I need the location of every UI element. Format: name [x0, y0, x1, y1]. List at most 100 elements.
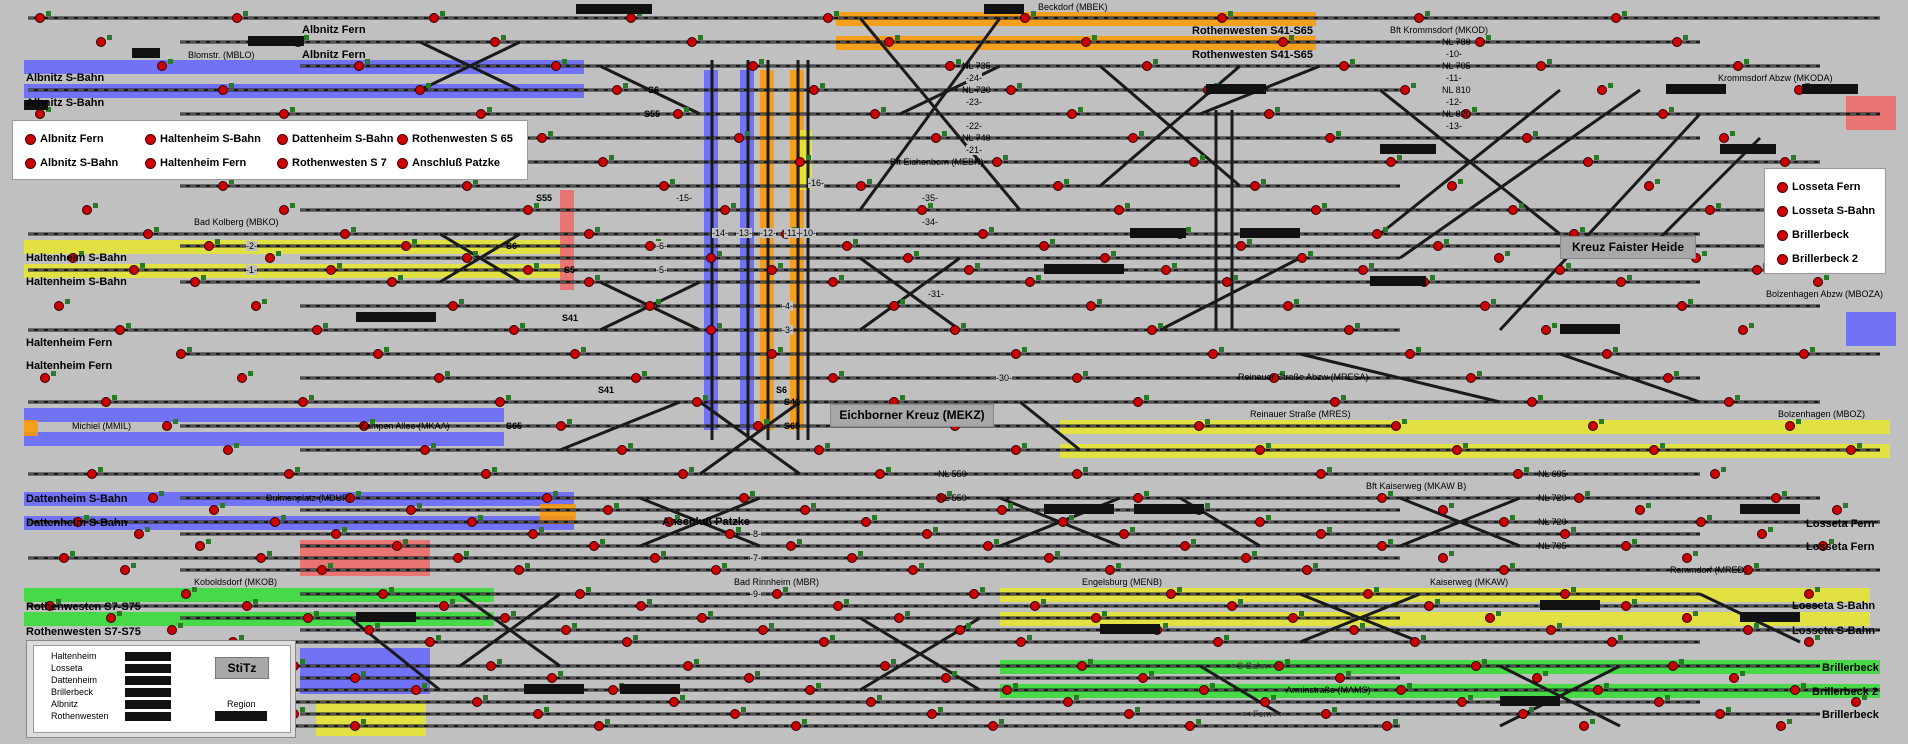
signal-marker-icon: [1552, 323, 1557, 328]
signal-icon: [767, 265, 777, 275]
signal-icon: [218, 85, 228, 95]
signal-marker-icon: [46, 107, 51, 112]
track-label-losseta-sbahn-2[interactable]: Losseta S-Bahn: [1792, 625, 1876, 637]
track-label-rothenwesten-s41-1[interactable]: Rothenwesten S41-S65: [1192, 25, 1314, 37]
signal-marker-icon: [858, 551, 863, 556]
nl-label: NL 720: [1538, 517, 1567, 527]
legend-item[interactable]: Brillerbeck 2: [1777, 253, 1858, 265]
route-tag[interactable]: S41: [562, 313, 579, 323]
signal-icon: [251, 301, 261, 311]
legend-item[interactable]: Albnitz S-Bahn: [25, 157, 118, 169]
signal-marker-icon: [1801, 683, 1806, 688]
block-indicator: [1560, 324, 1620, 334]
track-number-label: -14-: [712, 228, 729, 238]
legend-item[interactable]: Brillerbeck: [1777, 229, 1849, 241]
signal-marker-icon: [1149, 671, 1154, 676]
legend-item[interactable]: Rothenwesten S 65: [397, 133, 513, 145]
signal-icon: [1344, 325, 1354, 335]
track-label-rothenwesten-s41-2[interactable]: Rothenwesten S41-S65: [1192, 49, 1314, 61]
signal-marker-icon: [942, 131, 947, 136]
legend-top-left: Albnitz Fern Haltenheim S-Bahn Dattenhei…: [12, 120, 528, 180]
signal-marker-icon: [422, 683, 427, 688]
legend-item[interactable]: Losseta S-Bahn: [1777, 205, 1875, 217]
track-label-haltenheim-fern-2[interactable]: Haltenheim Fern: [26, 360, 113, 372]
signal-marker-icon: [1510, 515, 1515, 520]
signal-icon: [195, 541, 205, 551]
signal-marker-icon: [1843, 503, 1848, 508]
signal-marker-icon: [614, 503, 619, 508]
track-label-losseta-fern-2[interactable]: Losseta Fern: [1806, 541, 1875, 553]
track-label-haltenheim-fern-1[interactable]: Haltenheim Fern: [26, 337, 113, 349]
legend-item[interactable]: Losseta Fern: [1777, 181, 1860, 193]
track-label-losseta-fern-1[interactable]: Losseta Fern: [1806, 518, 1875, 530]
track-label-rothenwesten-s7-2[interactable]: Rothenwesten S7-S75: [26, 626, 141, 638]
route-tag[interactable]: S65: [784, 421, 801, 431]
signal-marker-icon: [595, 227, 600, 232]
track-label-rothenwesten-s7-1[interactable]: Rothenwesten S7-S75: [26, 601, 141, 613]
signal-icon: [1555, 265, 1565, 275]
track-label-dattenheim-sbahn-1[interactable]: Dattenheim S-Bahn: [26, 493, 128, 505]
signal-icon: [115, 325, 125, 335]
signal-marker-icon: [1275, 107, 1280, 112]
route-tag[interactable]: S6: [776, 385, 788, 395]
track-label-brillerbeck-1[interactable]: Brillerbeck: [1822, 662, 1879, 674]
signal-marker-icon: [201, 275, 206, 280]
route-tag[interactable]: S5: [564, 265, 576, 275]
signal-marker-icon: [1590, 719, 1595, 724]
signal-marker-icon: [966, 623, 971, 628]
station-label: Dulmenplatz (MDUP): [266, 493, 352, 503]
track-label-dattenheim-sbahn-2[interactable]: Dattenheim S-Bahn: [26, 517, 128, 529]
legend-item[interactable]: Haltenheim Fern: [145, 157, 246, 169]
legend-item[interactable]: Albnitz Fern: [25, 133, 104, 145]
signal-marker-icon: [961, 323, 966, 328]
block-indicator: [1130, 228, 1186, 238]
signal-icon: [1255, 445, 1265, 455]
signal-marker-icon: [647, 599, 652, 604]
track-diagonal: [858, 17, 1022, 211]
track-label-brillerbeck-2[interactable]: Brillerbeck 2: [1812, 686, 1879, 698]
legend-item[interactable]: Haltenheim S-Bahn: [145, 133, 261, 145]
route-tag[interactable]: S41: [598, 385, 615, 395]
signal-marker-icon: [1538, 395, 1543, 400]
signal-icon: [1199, 685, 1209, 695]
station-label: Krommsdorf Abzw (MKODA): [1718, 73, 1833, 83]
track-label-brillerbeck-3[interactable]: Brillerbeck: [1822, 709, 1879, 721]
route-tag[interactable]: S41: [784, 397, 801, 407]
signal-icon: [1438, 553, 1448, 563]
track-label-haltenheim-sbahn-1[interactable]: Haltenheim S-Bahn: [26, 252, 127, 264]
route-tag[interactable]: S6: [506, 241, 518, 251]
signal-marker-icon: [1078, 107, 1083, 112]
signal-marker-icon: [544, 707, 549, 712]
signal-marker-icon: [548, 131, 553, 136]
signal-icon: [1405, 349, 1415, 359]
signal-icon: [537, 133, 547, 143]
signal-marker-icon: [98, 467, 103, 472]
signal-icon: [1738, 325, 1748, 335]
route-tag[interactable]: S6: [648, 85, 660, 95]
track-label-albnitz-sbahn-2[interactable]: Albnitz S-Bahn: [26, 97, 105, 109]
signal-marker-icon: [1083, 467, 1088, 472]
track-label-albnitz-fern-1[interactable]: Albnitz Fern: [302, 24, 366, 36]
legend-item[interactable]: Anschluß Patzke: [397, 157, 500, 169]
signal-icon: [1452, 445, 1462, 455]
route-tag[interactable]: S55: [536, 193, 553, 203]
signal-icon: [500, 613, 510, 623]
signal-marker-icon: [1458, 179, 1463, 184]
track-label-albnitz-fern-2[interactable]: Albnitz Fern: [302, 49, 366, 61]
signal-icon: [1114, 205, 1124, 215]
stitz-button[interactable]: StiTz: [215, 657, 269, 679]
track-label-losseta-sbahn-1[interactable]: Losseta S-Bahn: [1792, 600, 1876, 612]
counter-display: [125, 651, 171, 661]
signal-marker-icon: [952, 671, 957, 676]
signal-icon: [626, 13, 636, 23]
route-tag[interactable]: S65: [506, 421, 523, 431]
legend-item[interactable]: Rothenwesten S 7: [277, 157, 387, 169]
track-label-haltenheim-sbahn-2[interactable]: Haltenheim S-Bahn: [26, 276, 127, 288]
signal-marker-icon: [1346, 671, 1351, 676]
signal-marker-icon: [1571, 527, 1576, 532]
signal-marker-icon: [1665, 695, 1670, 700]
route-tag[interactable]: S55: [644, 109, 661, 119]
legend-item[interactable]: Dattenheim S-Bahn: [277, 133, 393, 145]
track-label-albnitz-sbahn-1[interactable]: Albnitz S-Bahn: [26, 72, 105, 84]
